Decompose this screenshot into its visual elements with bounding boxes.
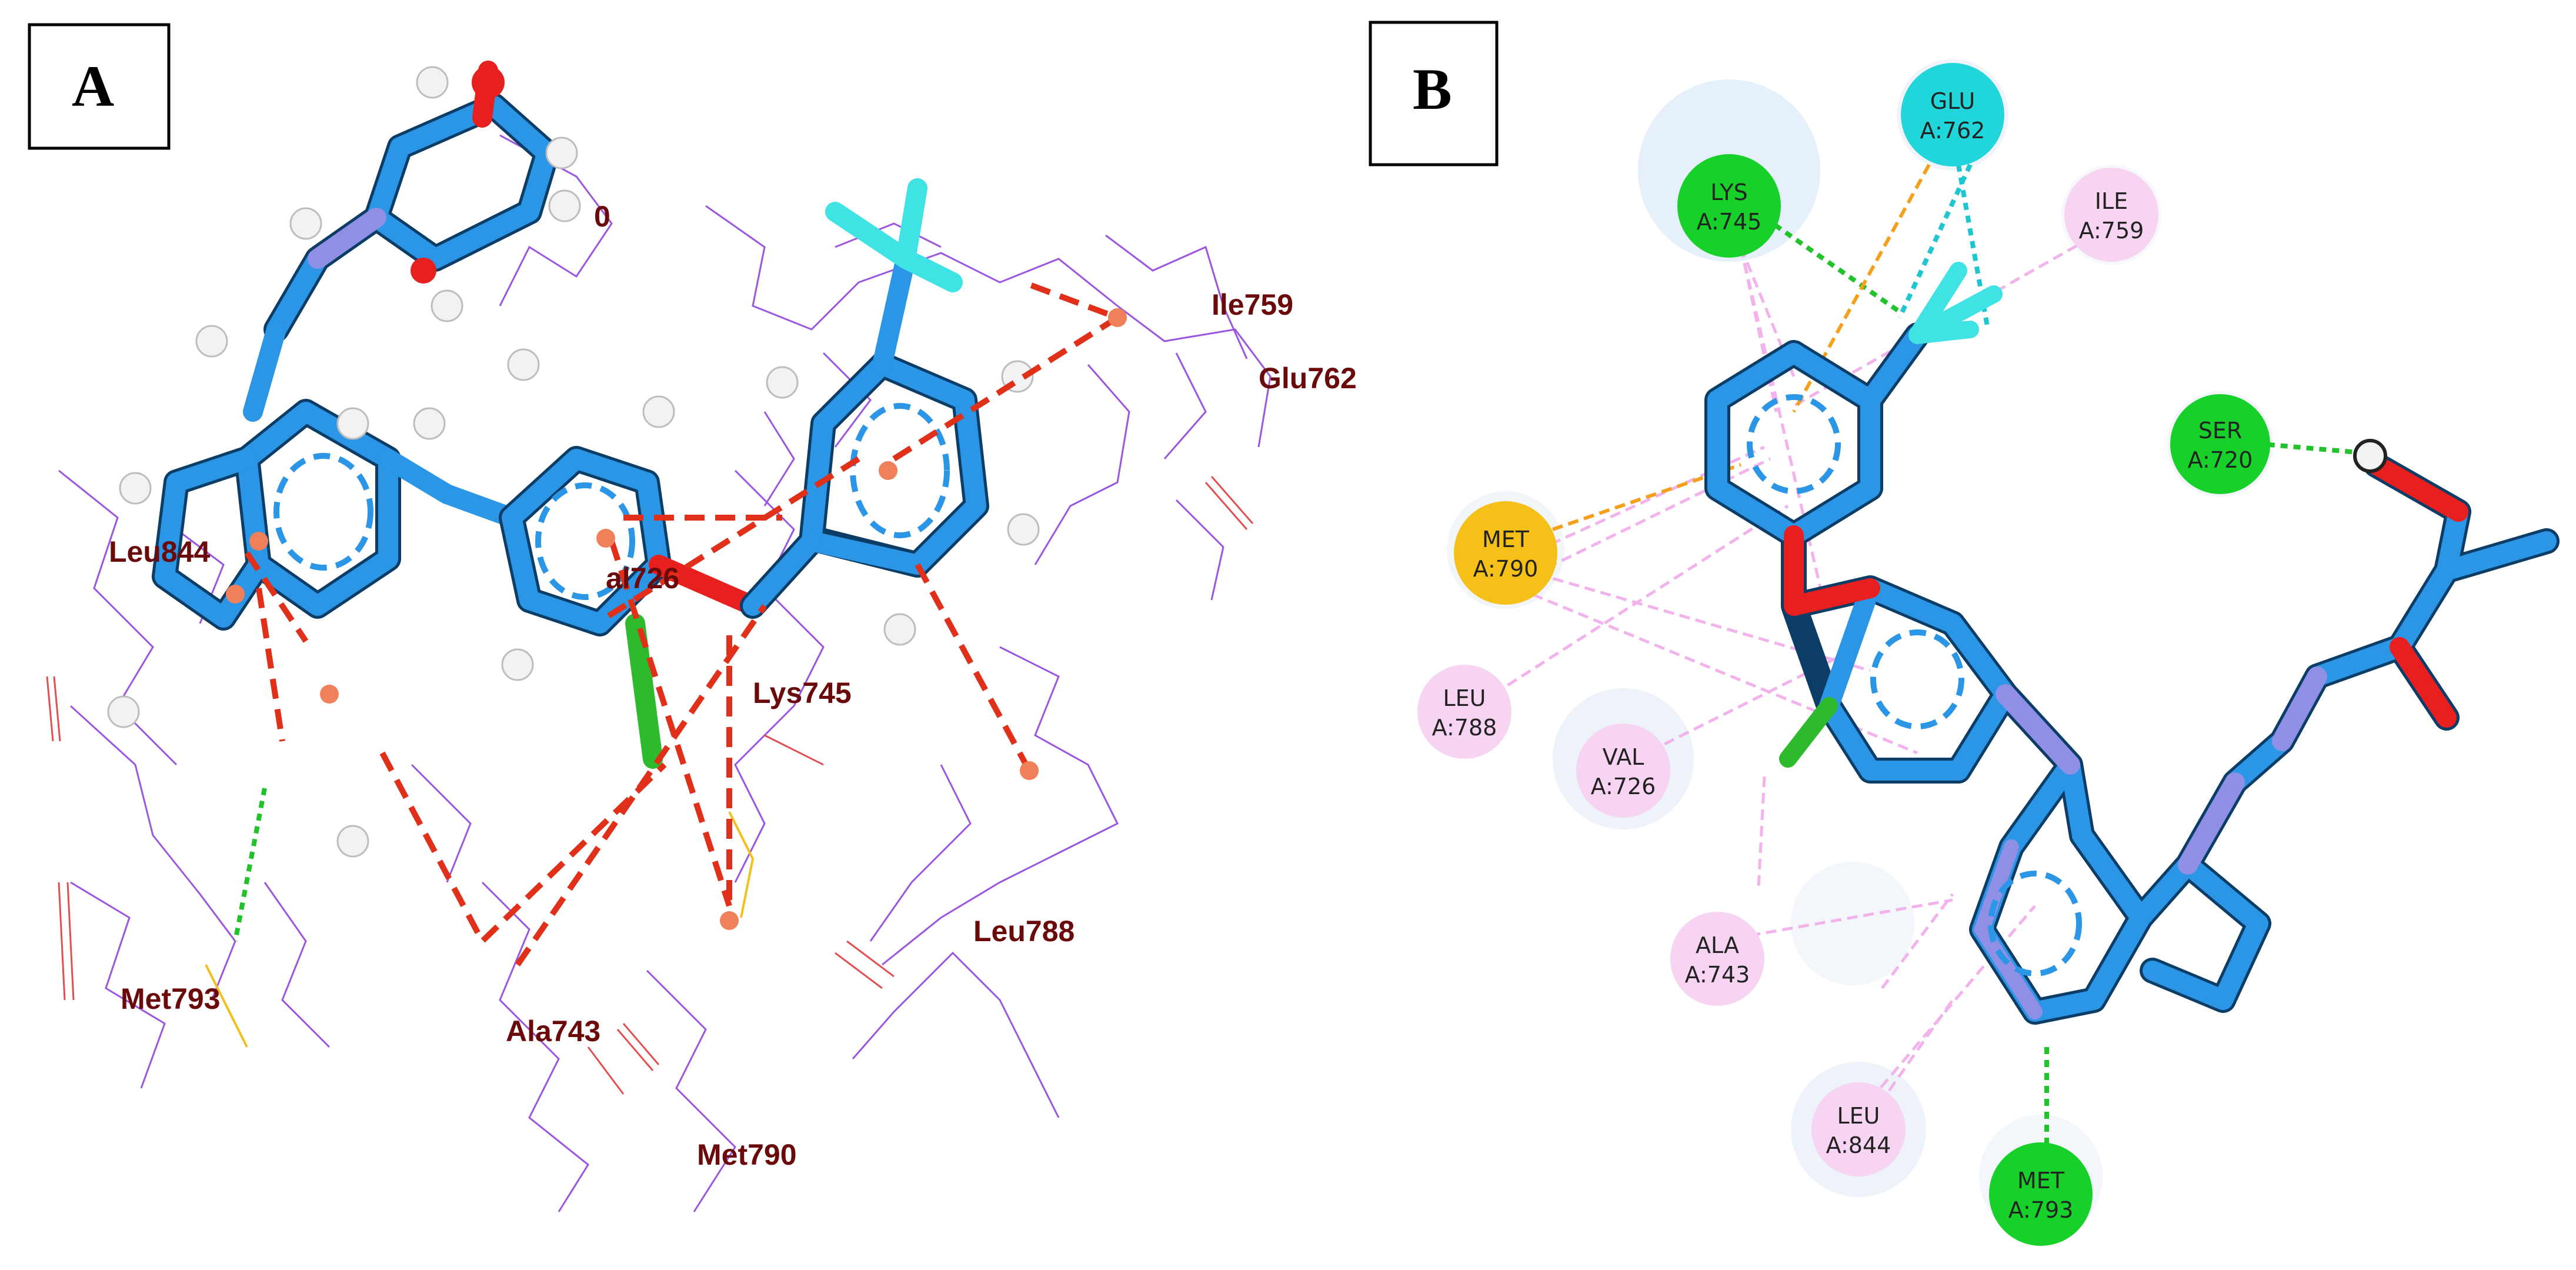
residue-node-name: GLU: [1930, 88, 1976, 114]
residue-node-met790: MET A:790: [1454, 501, 1557, 605]
residue-node-name: LYS: [1710, 179, 1747, 205]
residue-label-partial: 0: [594, 200, 610, 233]
residue-node-id: A:743: [1685, 962, 1750, 988]
residue-node-name: ILE: [2095, 188, 2128, 214]
residue-node-met793: MET A:793: [1989, 1142, 2093, 1246]
residue-label-ala743: Ala743: [506, 1015, 600, 1048]
residue-node-name: LEU: [1443, 685, 1486, 711]
residue-label-val726: al726: [606, 562, 679, 595]
protein-wireframe: [46, 134, 1272, 1212]
ligand-3d-model: [107, 61, 1040, 858]
interaction-lines-3d: [226, 279, 1127, 966]
residue-label-met790: Met790: [697, 1138, 797, 1171]
panel-b-label-box: [1369, 21, 1499, 166]
residue-label-met793: Met793: [121, 982, 221, 1015]
residue-node-leu844: LEU A:844: [1811, 1082, 1906, 1176]
residue-node-id: A:745: [1697, 209, 1762, 235]
residue-label-lys745: Lys745: [753, 676, 852, 709]
residue-label-glu762: Glu762: [1259, 362, 1357, 395]
residue-label-leu788: Leu788: [973, 915, 1075, 948]
residue-node-name: SER: [2198, 418, 2243, 444]
residue-node-id: A:788: [1432, 715, 1497, 741]
panel-b: B: [1369, 21, 2560, 1246]
panel-a-label-box: [28, 23, 171, 150]
residue-node-id: A:793: [2008, 1197, 2074, 1223]
residue-node-id: A:726: [1591, 774, 1656, 799]
residue-label-leu844: Leu844: [109, 535, 211, 568]
residue-node-id: A:720: [2188, 447, 2253, 473]
residue-node-lys745: LYS A:745: [1677, 154, 1781, 258]
residue-node-name: MET: [1482, 526, 1530, 552]
residue-node-ala743: ALA A:743: [1670, 912, 1764, 1006]
residue-node-glu762: GLU A:762: [1901, 63, 2004, 166]
ligand-2d-skeleton: [1704, 262, 2560, 1025]
residue-label-ile759: Ile759: [1212, 288, 1293, 321]
residue-node-name: ALA: [1696, 932, 1739, 958]
residue-node-ser720: SER A:720: [2170, 394, 2270, 494]
panel-a-letter: A: [72, 54, 114, 119]
panel-b-letter: B: [1413, 56, 1452, 122]
residue-node-ile759: ILE A:759: [2064, 168, 2158, 262]
residue-node-id: A:759: [2079, 218, 2144, 244]
residue-node-id: A:844: [1826, 1132, 1891, 1158]
residue-node-id: A:762: [1920, 118, 1986, 144]
residue-node-id: A:790: [1473, 556, 1539, 582]
residue-node-val726: VAL A:726: [1576, 724, 1670, 818]
residue-node-name: MET: [2017, 1168, 2065, 1194]
residue-node-leu788: LEU A:788: [1417, 665, 1511, 759]
panel-a: A: [28, 23, 1357, 1212]
residue-node-name: LEU: [1837, 1103, 1880, 1129]
residue-node-name: VAL: [1603, 744, 1644, 770]
